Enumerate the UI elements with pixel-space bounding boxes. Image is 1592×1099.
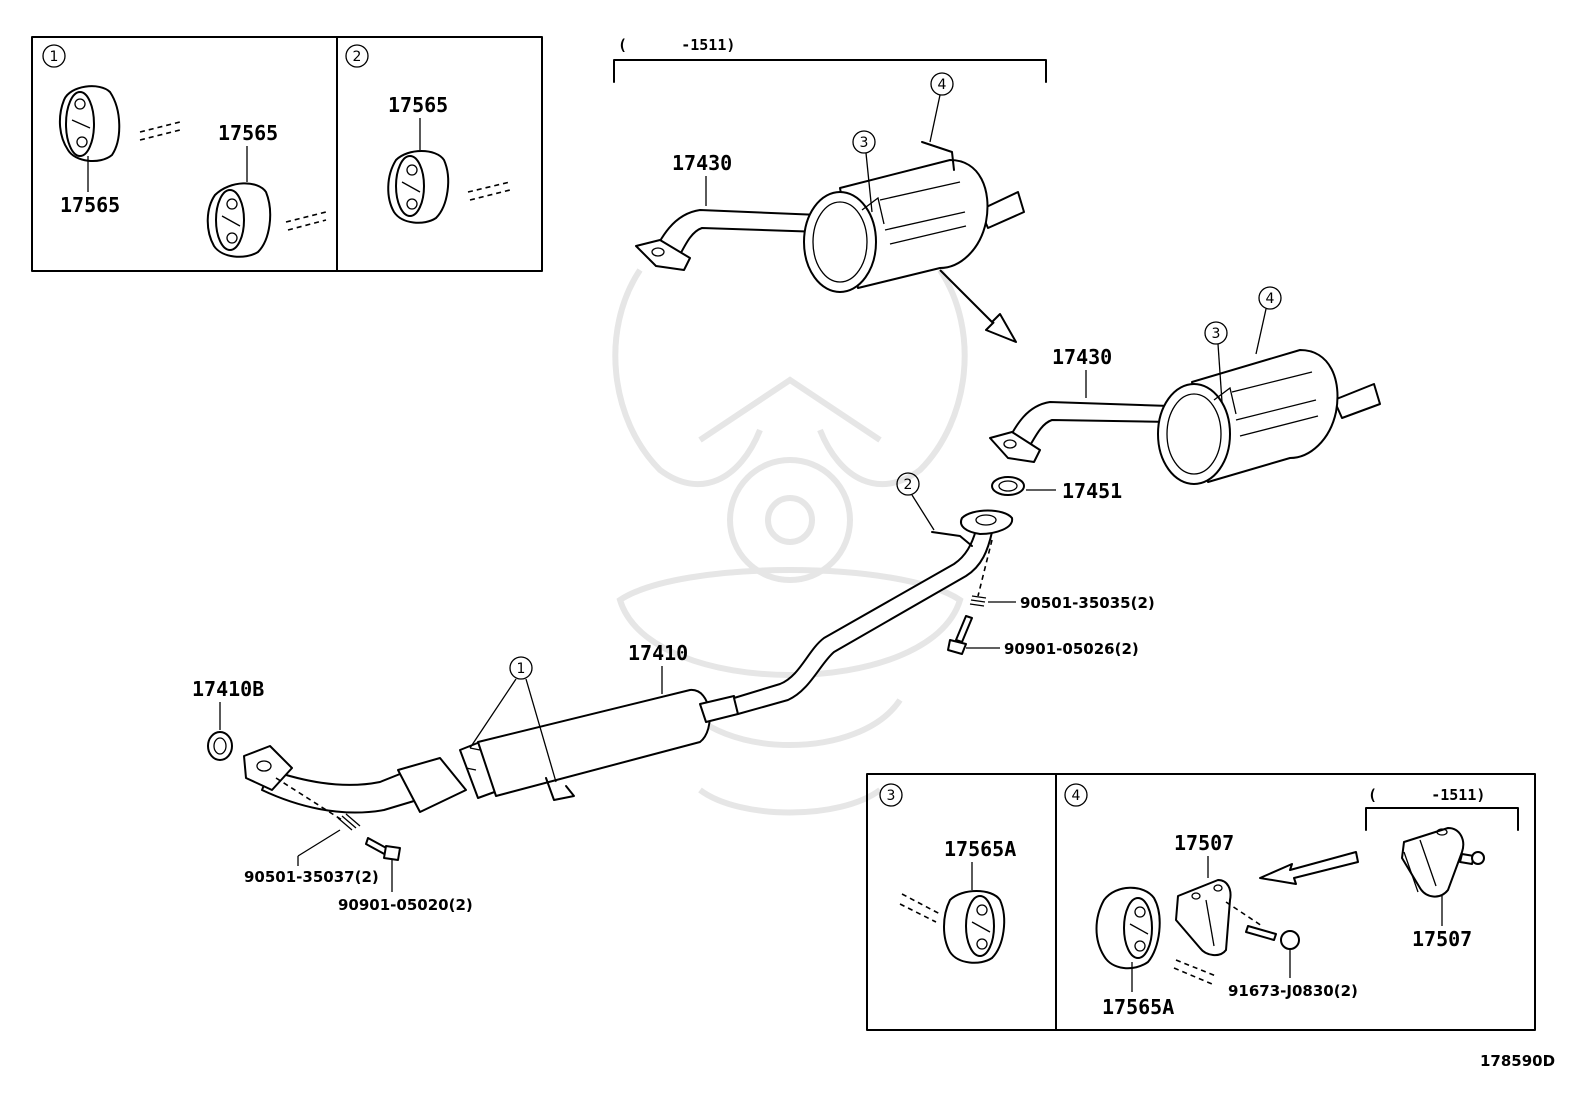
rubber-hanger-icon — [206, 182, 327, 258]
rubber-hanger-icon — [899, 890, 1006, 964]
label-90501-35037: 90501-35037(2) — [244, 868, 379, 886]
gasket-ring-icon — [991, 476, 1025, 496]
label-17430-old: 17430 — [672, 151, 732, 175]
rubber-hanger-icon — [387, 150, 511, 224]
callout-1-main: 1 — [469, 656, 557, 783]
callout-4-upper-text: 4 — [938, 77, 947, 93]
callout-1-inset: 1 — [42, 44, 66, 68]
callout-4-upper: 4 — [929, 72, 954, 143]
label-90901-05026: 90901-05026(2) — [1004, 640, 1139, 658]
diagram-code: 178590D — [1480, 1052, 1555, 1070]
spring-bolt-front — [275, 777, 401, 861]
label-90501-35035: 90501-35035(2) — [1020, 594, 1155, 612]
date-range-top: ( -1511) — [618, 36, 735, 54]
callout-4-lower-text: 4 — [1266, 291, 1275, 307]
gasket-ring-icon — [207, 731, 233, 761]
leader-line — [297, 829, 341, 857]
watermark-logo — [612, 268, 968, 816]
date-bracket-top: ( -1511) — [613, 36, 1047, 83]
front-exhaust-pipe — [243, 509, 1014, 814]
replacement-arrow-icon — [1259, 851, 1359, 885]
hanger-bracket-old-icon — [1401, 827, 1485, 898]
label-17507-old: 17507 — [1412, 927, 1472, 951]
callout-1-main-text: 1 — [517, 661, 526, 677]
callout-2-inset-text: 2 — [353, 49, 362, 65]
label-17565-b: 17565 — [218, 121, 278, 145]
date-range-inset4: ( -1511) — [1368, 786, 1485, 804]
callout-2-main-text: 2 — [904, 477, 913, 493]
callout-4-lower: 4 — [1255, 286, 1282, 355]
label-17410: 17410 — [628, 641, 688, 665]
callout-1-inset-text: 1 — [50, 49, 59, 65]
rubber-hanger-icon — [1095, 886, 1217, 985]
callout-2-main: 2 — [896, 472, 935, 531]
callout-3-upper-text: 3 — [860, 135, 869, 151]
spring-bolt-rear — [947, 539, 993, 655]
label-17565A-inset4: 17565A — [1102, 995, 1174, 1019]
inset-box-1-2 — [31, 36, 543, 272]
date-bracket-inset4: ( -1511) — [1365, 786, 1519, 831]
label-17451: 17451 — [1062, 479, 1122, 503]
label-17410B: 17410B — [192, 677, 264, 701]
callout-3-inset: 3 — [879, 783, 903, 807]
callout-4-inset: 4 — [1064, 783, 1088, 807]
rubber-hanger-icon — [58, 85, 181, 162]
replacement-arrow-icon — [939, 269, 1017, 343]
label-17565-a: 17565 — [60, 193, 120, 217]
label-91673-J0830: 91673-J0830(2) — [1228, 982, 1358, 1000]
label-90901-05020: 90901-05020(2) — [338, 896, 473, 914]
label-17507-new: 17507 — [1174, 831, 1234, 855]
callout-3-lower: 3 — [1204, 321, 1228, 403]
label-17565-c: 17565 — [388, 93, 448, 117]
tail-pipe-muffler-old — [635, 141, 1025, 293]
callout-2-inset: 2 — [345, 44, 369, 68]
label-17430-new: 17430 — [1052, 345, 1112, 369]
callout-4-inset-text: 4 — [1072, 788, 1081, 804]
label-17565A-inset3: 17565A — [944, 837, 1016, 861]
tail-pipe-muffler-new — [989, 349, 1381, 485]
callout-3-lower-text: 3 — [1212, 326, 1221, 342]
inset-box-3-4 — [866, 773, 1536, 1031]
callout-3-inset-text: 3 — [887, 788, 896, 804]
hanger-bracket-icon — [1175, 879, 1300, 956]
callout-3-upper: 3 — [852, 130, 876, 213]
